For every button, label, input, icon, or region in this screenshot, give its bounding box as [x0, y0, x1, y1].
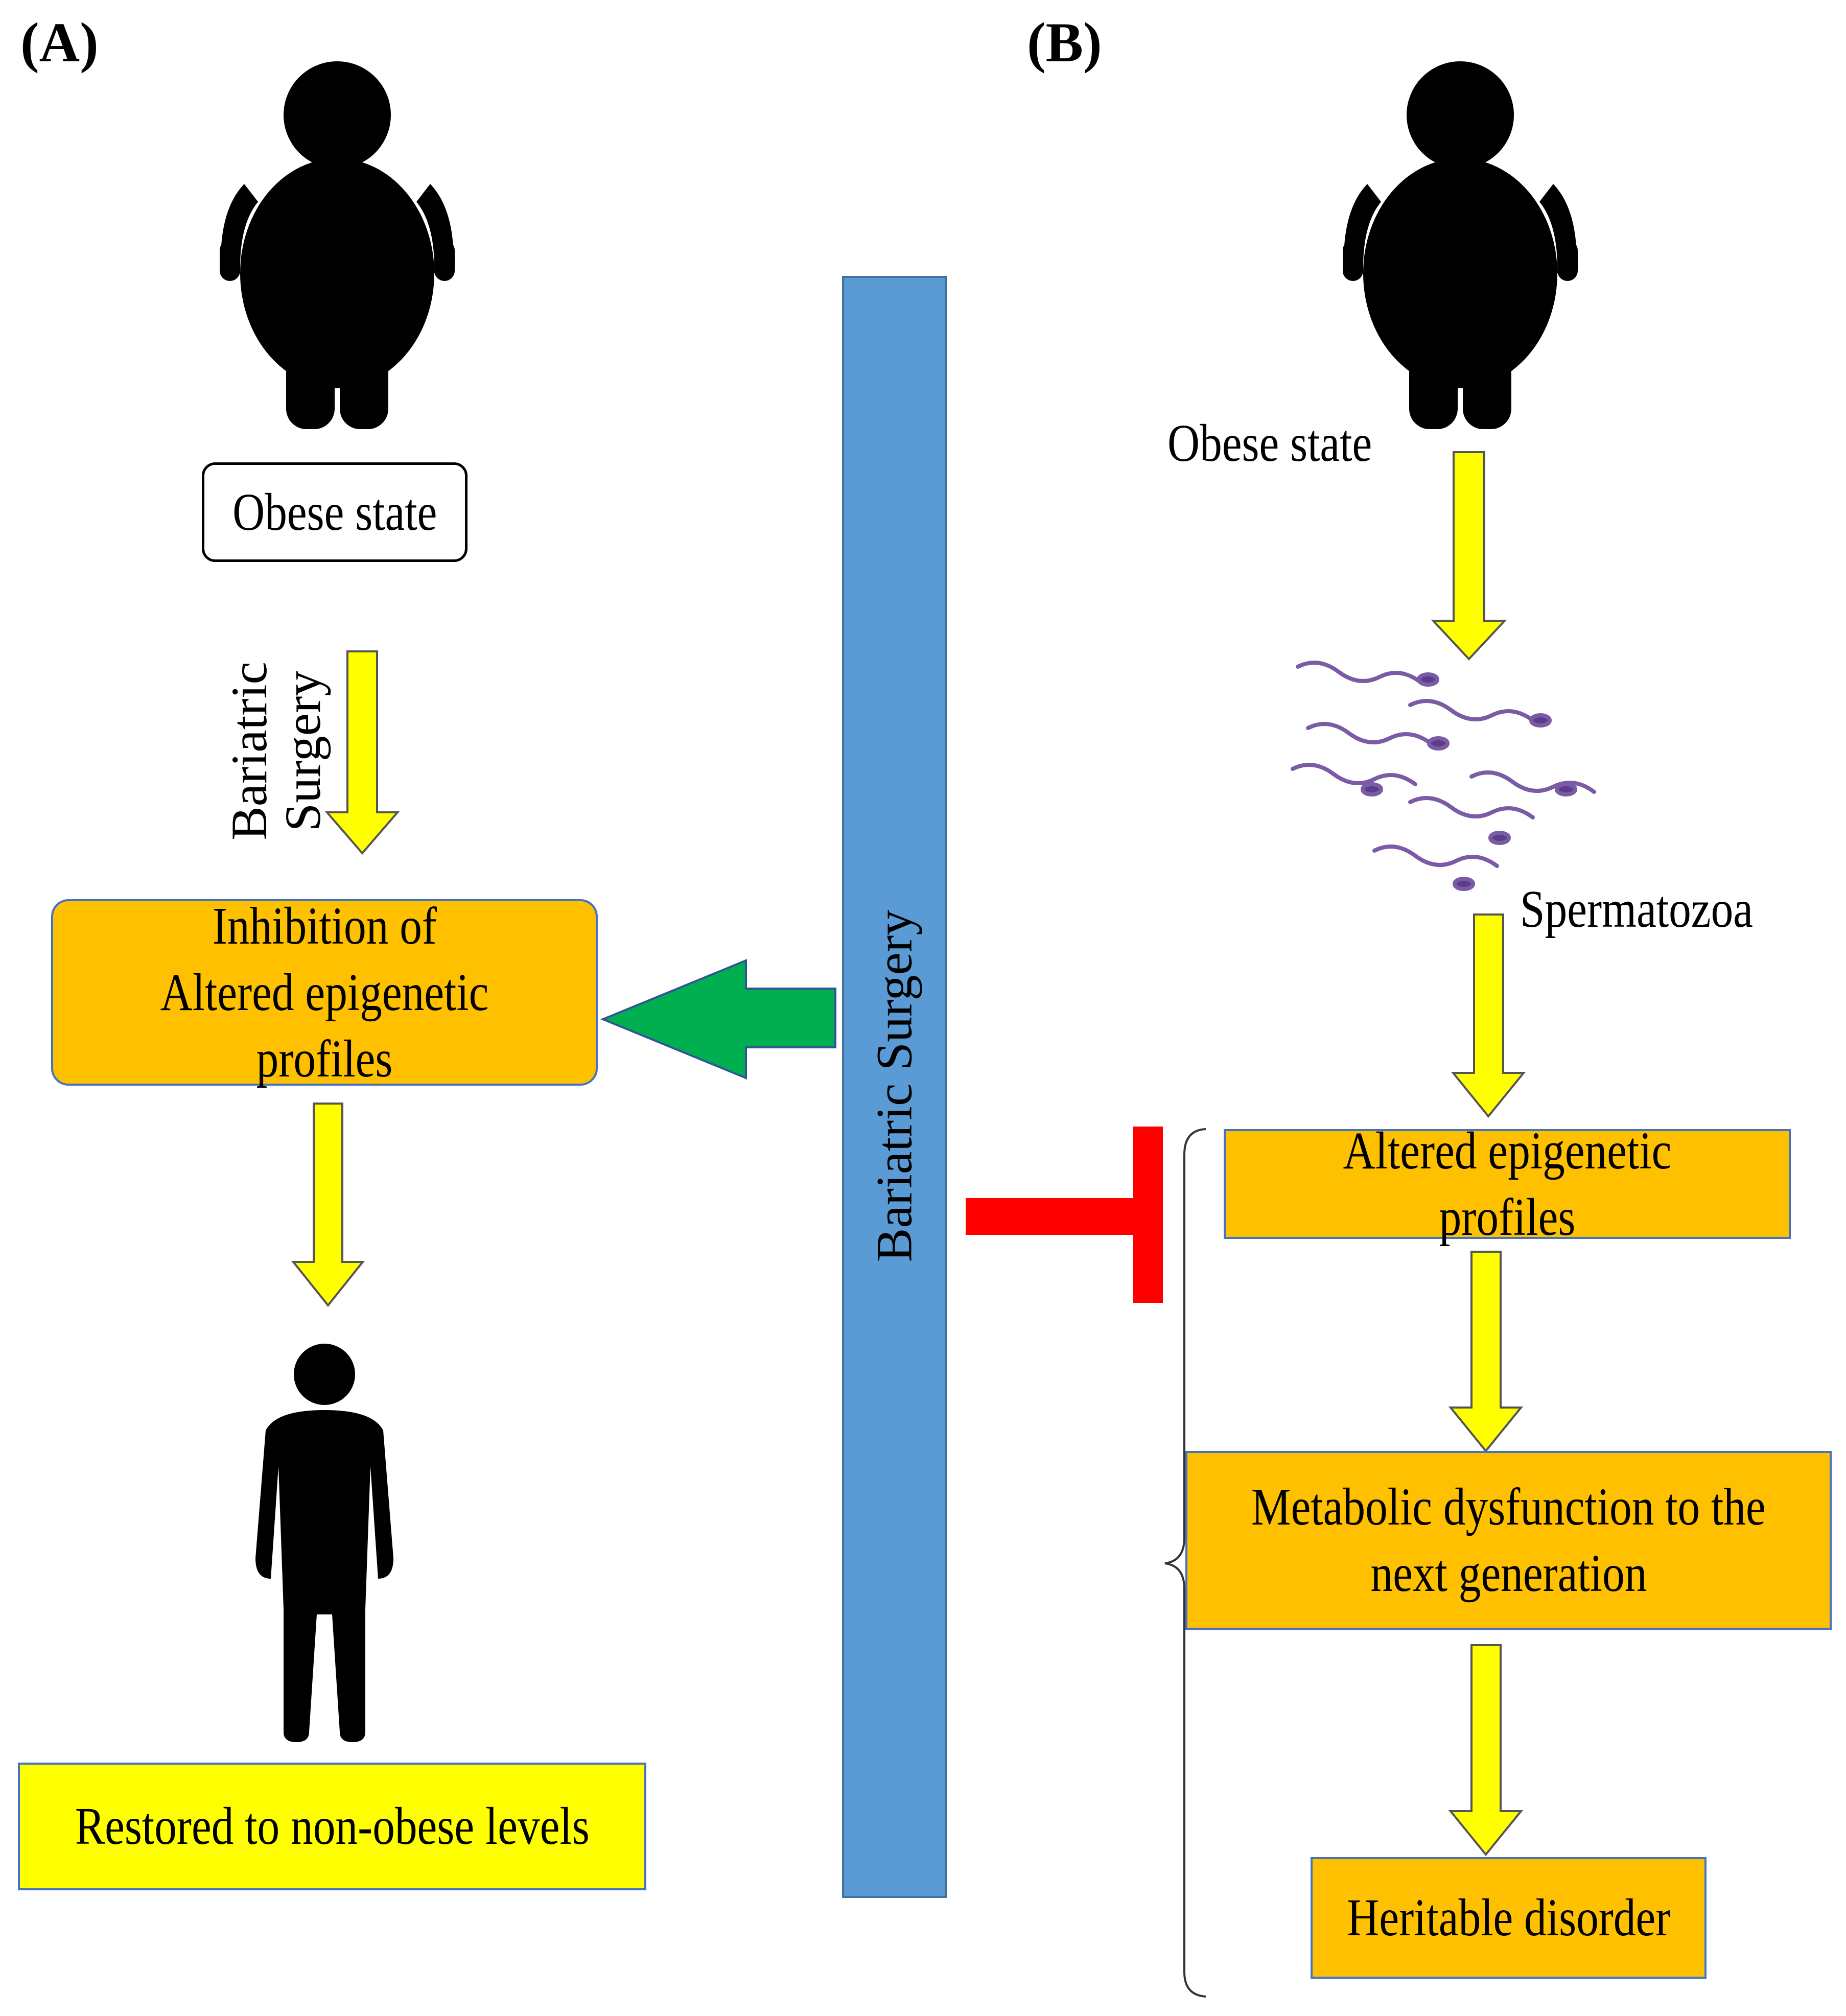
- flow-arrow-a2: [291, 1103, 365, 1307]
- inhibition-line1: Inhibition of: [212, 896, 437, 955]
- panel-b-label: (B): [1027, 11, 1102, 74]
- surgery-label-line2: Surgery: [274, 670, 331, 832]
- obese-state-b-text: Obese state: [1167, 414, 1372, 473]
- spermatozoa-label: Spermatozoa: [1520, 880, 1754, 939]
- inhibition-line2: Altered epigenetic profiles: [160, 963, 489, 1088]
- flow-arrow-b4: [1448, 1644, 1524, 1857]
- altered-text: Altered epigenetic profiles: [1343, 1121, 1672, 1247]
- surgery-label-line1: Bariatric: [221, 662, 277, 840]
- metabolic-box: Metabolic dysfunction to the next genera…: [1185, 1451, 1832, 1630]
- restored-text: Restored to non-obese levels: [75, 1797, 590, 1856]
- spermatozoa-icon: [1291, 661, 1596, 891]
- restored-box: Restored to non-obese levels: [18, 1763, 646, 1890]
- flow-arrow-b3: [1448, 1251, 1524, 1453]
- inhibition-box: Inhibition of Altered epigenetic profile…: [51, 897, 598, 1088]
- surgery-bar: [842, 276, 947, 1898]
- flow-arrow-a1: [324, 650, 400, 855]
- surgery-bar-label: Bariatric Surgery: [866, 909, 923, 1262]
- altered-box: Altered epigenetic profiles: [1224, 1121, 1791, 1247]
- flow-arrow-b1: [1431, 451, 1507, 661]
- obese-person-icon-b: [1343, 61, 1578, 429]
- obese-state-a-text: Obese state: [232, 482, 437, 542]
- obese-state-box-a: Obese state: [202, 462, 468, 562]
- surgery-label-a: Bariatric Surgery: [221, 623, 331, 879]
- flow-arrow-b2: [1451, 913, 1526, 1118]
- panel-a-label: (A): [20, 11, 99, 74]
- slim-person-icon: [255, 1344, 393, 1742]
- metabolic-line1: Metabolic dysfunction to the: [1251, 1478, 1766, 1536]
- bracket: [1164, 1128, 1206, 1998]
- green-arrow: [600, 959, 836, 1080]
- inhibit-bar: [966, 1127, 1163, 1303]
- heritable-text: Heritable disorder: [1346, 1888, 1671, 1947]
- metabolic-line2: next generation: [1370, 1544, 1647, 1603]
- obese-person-icon-a: [220, 61, 455, 429]
- heritable-box: Heritable disorder: [1311, 1857, 1707, 1979]
